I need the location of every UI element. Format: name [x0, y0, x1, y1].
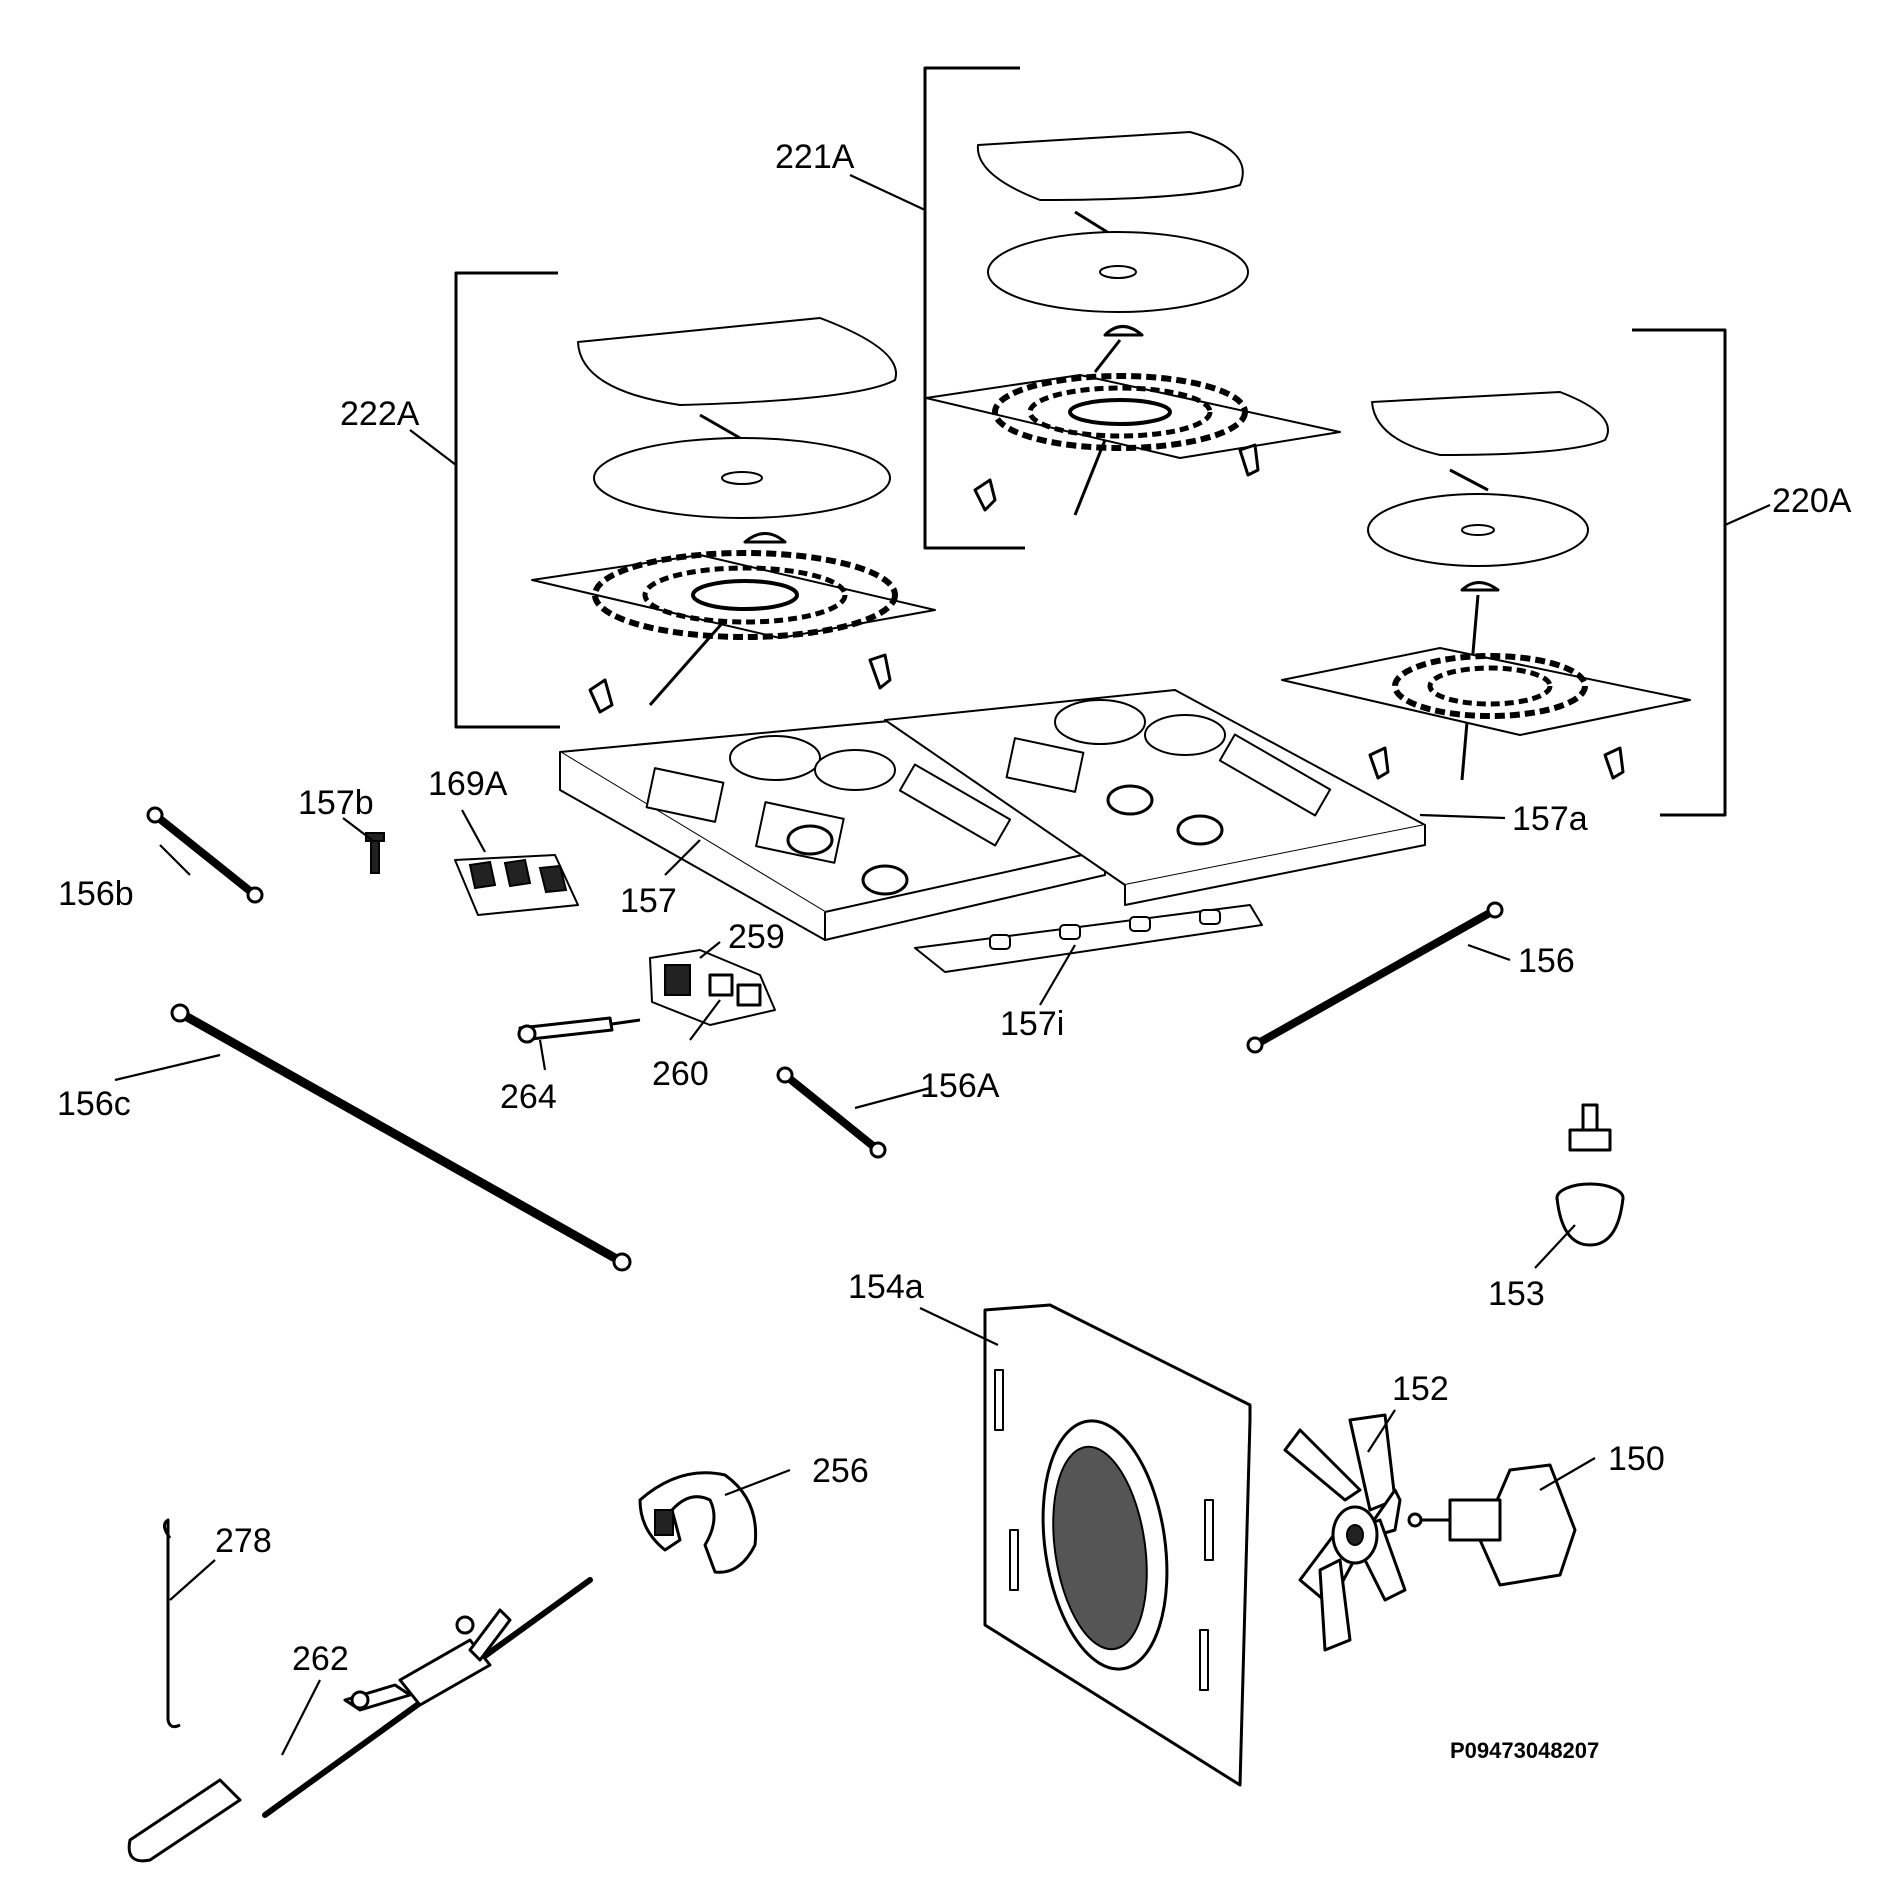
label-260: 260 — [652, 1055, 709, 1093]
part-278-hook — [163, 1518, 181, 1729]
bracket-221A — [923, 66, 1025, 550]
label-264: 264 — [500, 1078, 557, 1116]
part-156c-rod — [170, 1003, 632, 1272]
label-157a: 157a — [1512, 800, 1588, 838]
part-labels: 221A 222A 220A 157a 157b 169A 156b 157 2… — [57, 138, 1852, 1763]
part-169A-terminal-block — [454, 854, 579, 916]
reference-code: P09473048207 — [1450, 1738, 1599, 1763]
label-152: 152 — [1392, 1370, 1449, 1408]
part-256-spit-cradle — [638, 1471, 758, 1574]
label-157b: 157b — [298, 784, 374, 822]
part-154a-rear-panel — [983, 1303, 1252, 1787]
part-152-fan — [1283, 1413, 1407, 1652]
part-264-sensor — [517, 1016, 641, 1044]
label-222A: 222A — [340, 395, 420, 433]
label-156A: 156A — [920, 1067, 1000, 1105]
leader-lines — [114, 174, 1771, 1756]
label-169A: 169A — [428, 765, 508, 803]
label-221A: 221A — [775, 138, 855, 176]
label-156: 156 — [1518, 942, 1575, 980]
part-153-lamp — [1555, 1103, 1625, 1247]
part-262-spit — [127, 1577, 593, 1863]
label-156c: 156c — [57, 1085, 131, 1123]
label-156b: 156b — [58, 875, 134, 913]
part-260-switch — [649, 949, 776, 1026]
part-221A-hob-element — [925, 131, 1341, 516]
part-156b-rod — [146, 806, 264, 904]
label-256: 256 — [812, 1452, 869, 1490]
label-259: 259 — [728, 918, 785, 956]
label-220A: 220A — [1772, 482, 1852, 520]
part-150-motor — [1407, 1463, 1577, 1587]
label-157i: 157i — [1000, 1005, 1064, 1043]
label-154a: 154a — [848, 1268, 924, 1306]
part-157b-screw — [365, 832, 385, 874]
part-157i-bracket — [914, 904, 1263, 973]
label-153: 153 — [1488, 1275, 1545, 1313]
bracket-222A — [454, 271, 560, 729]
label-262: 262 — [292, 1640, 349, 1678]
part-222A-hob-element — [531, 317, 936, 714]
part-157a-control-board — [884, 689, 1426, 906]
label-278: 278 — [215, 1522, 272, 1560]
label-157: 157 — [620, 882, 677, 920]
label-150: 150 — [1608, 1440, 1665, 1478]
part-220A-hob-element — [1281, 391, 1691, 781]
part-156-rod — [1246, 901, 1504, 1054]
bracket-220A — [1632, 328, 1727, 817]
part-156A-rod — [776, 1066, 887, 1159]
